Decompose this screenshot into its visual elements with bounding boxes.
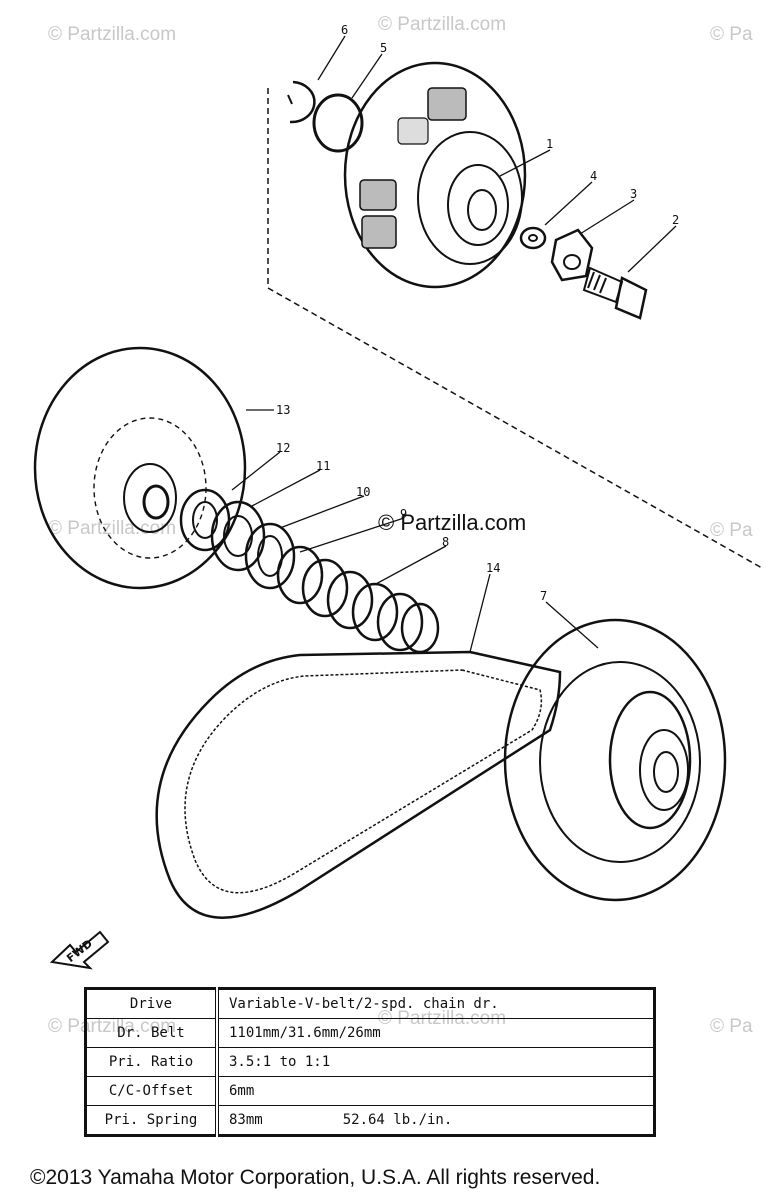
- callout-13: 13: [276, 403, 290, 417]
- callout-12: 12: [276, 441, 290, 455]
- copyright-notice: ©2013 Yamaha Motor Corporation, U.S.A. A…: [30, 1166, 601, 1189]
- mounting-plane-outline: [267, 88, 763, 569]
- callout-3: 3: [630, 187, 637, 201]
- watermark-center: © Partzilla.com: [378, 510, 527, 535]
- part-7-driven-sheave: [503, 618, 727, 902]
- spec-label: Drive: [85, 988, 219, 1019]
- callout-6: 6: [341, 23, 348, 37]
- watermark: © Pa: [710, 1016, 753, 1037]
- spec-table: Drive Variable-V-belt/2-spd. chain dr. D…: [84, 987, 656, 1137]
- table-row: Drive Variable-V-belt/2-spd. chain dr.: [85, 988, 655, 1019]
- spec-value: Variable-V-belt/2-spd. chain dr.: [216, 988, 655, 1019]
- watermark: © Partzilla.com: [48, 24, 177, 45]
- callout-numbers: 1 2 3 4 5 6 7 8 9 10 11 12 13 14: [276, 23, 679, 603]
- spring-rate: 52.64 lb./in.: [342, 1112, 453, 1128]
- part-5-ring: [312, 93, 364, 153]
- spec-value: 3.5:1 to 1:1: [216, 1047, 655, 1077]
- leader-lines: [231, 35, 677, 653]
- spec-label: C/C-Offset: [85, 1076, 219, 1106]
- part-3-lock-plate: [550, 228, 594, 282]
- spec-value: 6mm: [216, 1076, 655, 1106]
- callout-8: 8: [442, 535, 449, 549]
- callout-10: 10: [356, 485, 370, 499]
- left-sheave: [33, 346, 247, 590]
- spec-label: Pri. Spring: [85, 1105, 219, 1136]
- table-row: Dr. Belt 1101mm/31.6mm/26mm: [85, 1018, 655, 1048]
- part-6-clip: [287, 80, 316, 124]
- fwd-arrow-icon: FWD: [49, 930, 110, 970]
- callout-7: 7: [540, 589, 547, 603]
- callout-5: 5: [380, 41, 387, 55]
- table-row: C/C-Offset 6mm: [85, 1076, 655, 1106]
- collars-stack: [179, 488, 296, 590]
- table-row: Pri. Ratio 3.5:1 to 1:1: [85, 1047, 655, 1077]
- part-2-bolt: [582, 266, 648, 320]
- callout-4: 4: [590, 169, 597, 183]
- spec-label: Pri. Ratio: [85, 1047, 219, 1077]
- watermark: © Partzilla.com: [48, 518, 177, 539]
- upper-sheave: [343, 61, 527, 289]
- callout-14: 14: [486, 561, 500, 575]
- spec-value: 1101mm/31.6mm/26mm: [216, 1018, 655, 1048]
- watermark: © Pa: [710, 24, 753, 45]
- watermark: © Pa: [710, 520, 753, 541]
- callout-2: 2: [672, 213, 679, 227]
- callout-1: 1: [546, 137, 553, 151]
- callout-9: 9: [400, 507, 407, 521]
- watermark: © Partzilla.com: [378, 14, 507, 35]
- part-4-washer: [519, 226, 547, 250]
- callout-11: 11: [316, 459, 330, 473]
- spec-label: Dr. Belt: [85, 1018, 219, 1048]
- part-14-belt: [155, 650, 562, 919]
